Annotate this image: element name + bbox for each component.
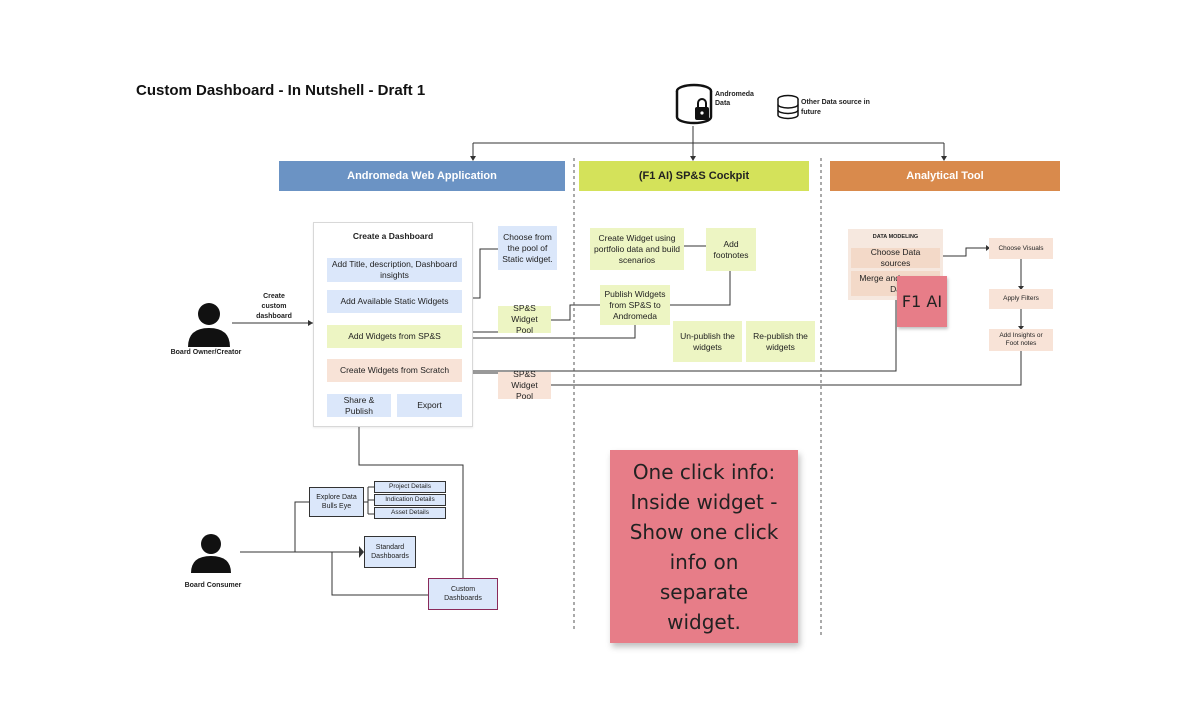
static-widget-pool[interactable]: Choose from the pool of Static widget. <box>498 226 557 270</box>
custom-dashboards-box[interactable]: Custom Dashboards <box>428 578 498 610</box>
unpublish-box[interactable]: Un-publish the widgets <box>673 321 742 362</box>
republish-box[interactable]: Re-publish the widgets <box>746 321 815 362</box>
other-source-label: Other Data source in future <box>801 99 870 116</box>
create-dashboard-panel: Create a Dashboard <box>313 222 473 427</box>
choose-sources-box[interactable]: Choose Data sources <box>851 247 940 268</box>
add-sps-widgets-button[interactable]: Add Widgets from SP&S <box>327 325 462 348</box>
database-lock-icon <box>674 83 714 125</box>
asset-details-box[interactable]: Asset Details <box>374 507 446 519</box>
cockpit-header: (F1 AI) SP&S Cockpit <box>579 161 809 191</box>
create-widget-box[interactable]: Create Widget using portfolio data and b… <box>590 228 684 270</box>
add-footnotes-box[interactable]: Add footnotes <box>706 228 756 271</box>
indication-details-box[interactable]: Indication Details <box>374 494 446 506</box>
f1-ai-sticky: F1 AI <box>897 276 947 327</box>
panel-title: Create a Dashboard <box>352 231 434 241</box>
choose-visuals-box[interactable]: Choose Visuals <box>989 238 1053 259</box>
project-details-box[interactable]: Project Details <box>374 481 446 493</box>
create-from-scratch-button[interactable]: Create Widgets from Scratch <box>327 359 462 382</box>
owner-label: Board Owner/Creator <box>170 349 242 356</box>
apply-filters-box[interactable]: Apply Filters <box>989 289 1053 309</box>
analytical-header: Analytical Tool <box>830 161 1060 191</box>
add-insights-box[interactable]: Add Insights or Foot notes <box>989 329 1053 351</box>
scratch-widget-pool[interactable]: SP&S Widget Pool <box>498 369 551 401</box>
page-title: Custom Dashboard - In Nutshell - Draft 1 <box>136 82 426 99</box>
consumer-user-icon <box>190 533 232 573</box>
user-icon <box>186 301 232 347</box>
andromeda-data-label: Andromeda Data <box>715 91 754 107</box>
owner-action-label: Create custom dashboard <box>256 293 292 320</box>
explore-data-box[interactable]: Explore Data Bulls Eye <box>309 487 364 517</box>
publish-widgets-box[interactable]: Publish Widgets from SP&S to Andromeda <box>600 285 670 325</box>
sps-widget-pool[interactable]: SP&S Widget Pool <box>498 303 551 335</box>
add-static-widgets-button[interactable]: Add Available Static Widgets <box>327 290 462 313</box>
standard-dashboards-box[interactable]: Standard Dashboards <box>364 536 416 568</box>
web-app-header: Andromeda Web Application <box>279 161 565 191</box>
export-button[interactable]: Export <box>397 394 462 417</box>
add-title-button[interactable]: Add Title, description, Dashboard insigh… <box>327 258 462 282</box>
consumer-label: Board Consumer <box>184 582 242 589</box>
share-publish-button[interactable]: Share & Publish <box>327 394 391 417</box>
one-click-info-sticky: One click info: Inside widget - Show one… <box>610 450 798 643</box>
data-modeling-title: DATA MODELING <box>872 234 919 240</box>
database-icon <box>776 94 800 120</box>
